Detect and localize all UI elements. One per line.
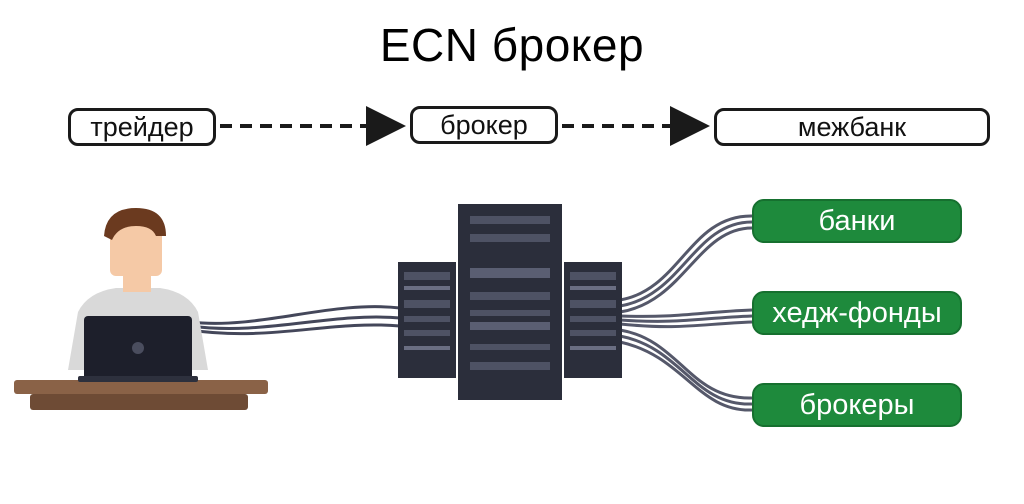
target-banks: банки: [752, 199, 962, 243]
flow-box-trader: трейдер: [68, 108, 216, 146]
cables-trader-to-server: [189, 305, 401, 336]
flow-box-broker: брокер: [410, 106, 558, 144]
cables-server-to-targets: [619, 214, 753, 412]
target-hedge-funds: хедж-фонды: [752, 291, 962, 335]
target-brokers: брокеры: [752, 383, 962, 427]
diagram-title: ECN брокер: [379, 19, 645, 71]
trader-at-laptop-icon: [14, 208, 268, 410]
flow-box-interbank: межбанк: [714, 108, 990, 146]
server-rack-icon: [398, 204, 622, 400]
